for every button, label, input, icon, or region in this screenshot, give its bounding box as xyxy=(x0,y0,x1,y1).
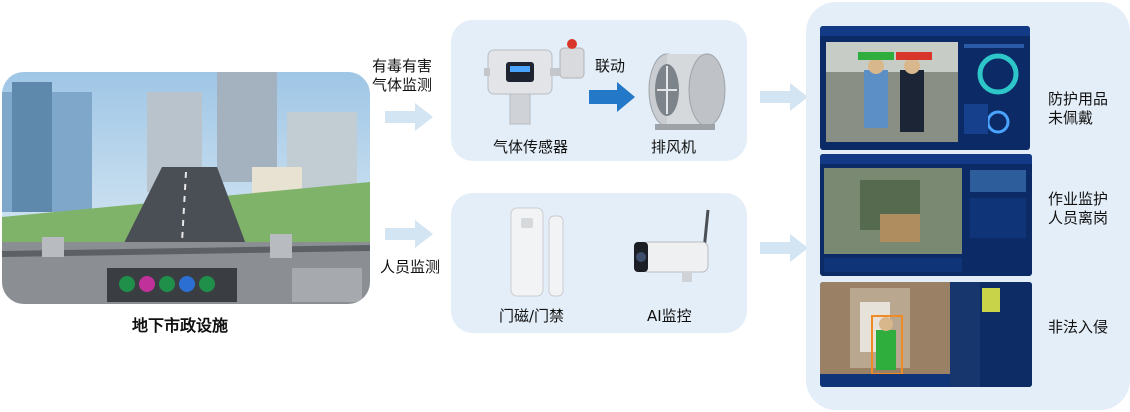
door-sensor-label: 门磁/门禁 xyxy=(499,307,565,325)
gas-sensor-label: 气体传感器 xyxy=(493,138,569,156)
exhaust-fan-label: 排风机 xyxy=(651,138,697,156)
supervisor-monitor-scene xyxy=(820,154,1032,272)
result-intrusion-line1: 非法入侵 xyxy=(1048,318,1109,336)
linkage-arrow-icon xyxy=(589,82,635,112)
arrow-right-icon xyxy=(760,83,808,111)
arrow-right-icon xyxy=(760,234,808,262)
ppe-monitor-screenshot xyxy=(820,26,1030,150)
ppe-monitor-scene xyxy=(820,26,1030,142)
ai-camera-icon xyxy=(634,209,710,282)
intrusion-monitor-scene xyxy=(820,282,1032,387)
door-sensor-icon xyxy=(510,207,564,297)
arrow-right-icon xyxy=(385,220,433,248)
ai-camera-label: AI监控 xyxy=(647,307,692,325)
facility-scene xyxy=(2,72,370,304)
supervisor-monitor-screenshot xyxy=(820,154,1032,276)
exhaust-fan-icon xyxy=(648,53,726,130)
gas-monitoring-label-line1: 有毒有害 xyxy=(372,57,433,75)
facility-illustration xyxy=(2,72,370,304)
result-ppe-line2: 未佩戴 xyxy=(1048,109,1094,127)
facility-caption: 地下市政设施 xyxy=(132,316,229,335)
result-ppe-line1: 防护用品 xyxy=(1048,90,1109,108)
gas-sensor-icon xyxy=(484,39,585,125)
intrusion-monitor-screenshot xyxy=(820,282,1032,387)
result-supervisor-line1: 作业监护 xyxy=(1048,190,1109,208)
arrow-right-icon xyxy=(385,103,433,131)
result-supervisor-line2: 人员离岗 xyxy=(1048,209,1109,227)
person-monitoring-label: 人员监测 xyxy=(380,258,441,276)
gas-monitoring-label-line2: 气体监测 xyxy=(372,76,433,94)
linkage-label: 联动 xyxy=(595,57,626,75)
